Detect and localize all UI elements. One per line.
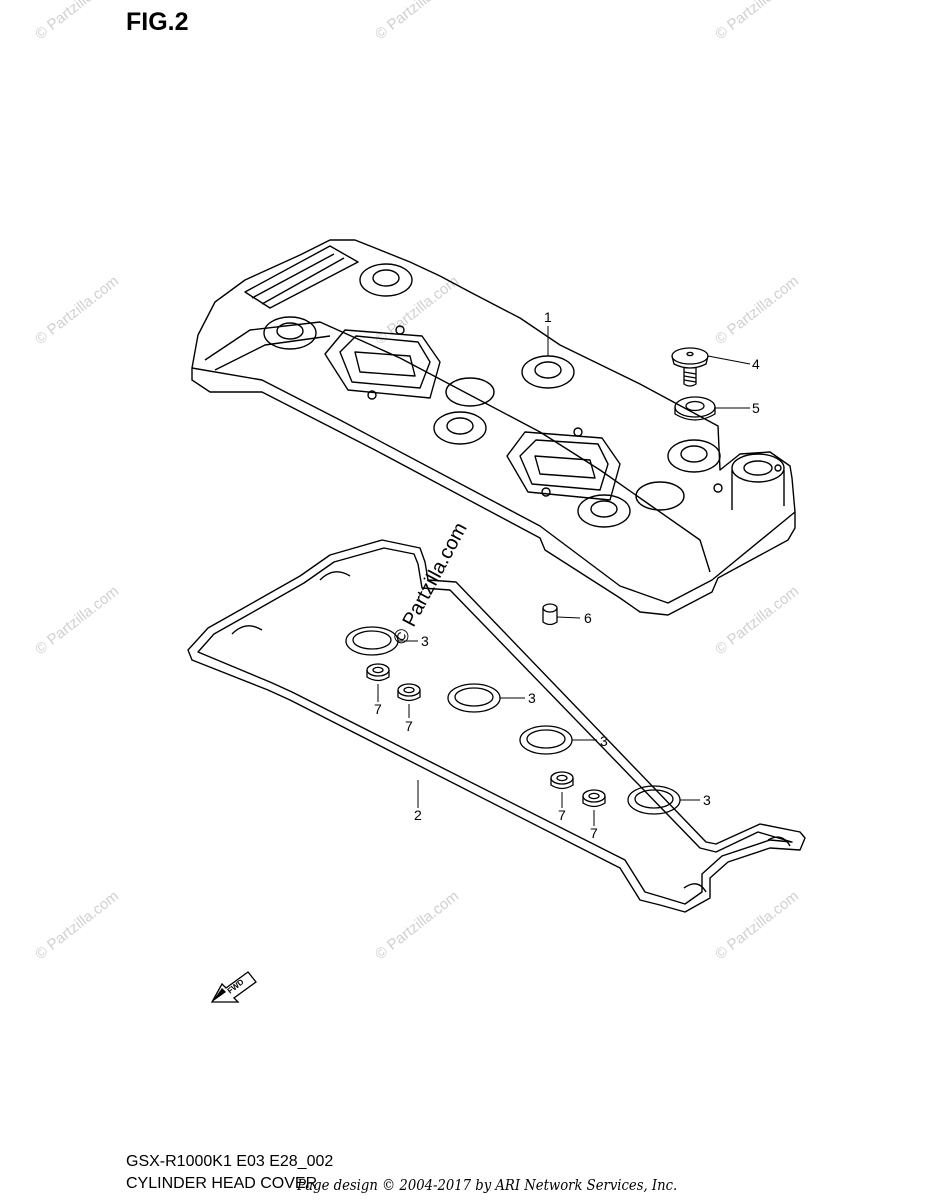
callout-7: 7 xyxy=(558,807,566,823)
callout-1: 1 xyxy=(544,309,552,325)
callout-2: 2 xyxy=(414,807,422,823)
callout-7: 7 xyxy=(405,718,413,734)
callout-3: 3 xyxy=(421,633,429,649)
watermark: © Partzilla.com xyxy=(372,0,462,43)
watermark: © Partzilla.com xyxy=(32,273,122,349)
watermark: © Partzilla.com xyxy=(712,583,802,659)
callout-7: 7 xyxy=(374,701,382,717)
model-code: GSX-R1000K1 E03 E28_002 xyxy=(126,1153,334,1170)
callout-7: 7 xyxy=(590,825,598,841)
washer-5 xyxy=(674,396,716,421)
fwd-arrow-icon: FWD xyxy=(210,971,257,1003)
watermark-overlay: © Partzilla.com xyxy=(389,519,472,648)
callout-3: 3 xyxy=(600,733,608,749)
bolt-4 xyxy=(671,347,709,387)
watermark: © Partzilla.com xyxy=(32,888,122,964)
callout-3: 3 xyxy=(703,792,711,808)
figure-title: FIG.2 xyxy=(126,8,189,36)
dowel-6 xyxy=(542,603,558,626)
watermark: © Partzilla.com xyxy=(712,273,802,349)
leader-lines xyxy=(377,326,751,826)
cylinder-head-cover xyxy=(191,239,796,616)
copyright-notice: Page design © 2004-2017 by ARI Network S… xyxy=(297,1176,678,1194)
watermark: © Partzilla.com xyxy=(32,0,122,43)
seals-7 xyxy=(366,663,606,808)
callout-4: 4 xyxy=(752,356,760,372)
part-title: CYLINDER HEAD COVER xyxy=(126,1175,318,1192)
callout-6: 6 xyxy=(584,610,592,626)
watermark: © Partzilla.com xyxy=(32,583,122,659)
callout-5: 5 xyxy=(752,400,760,416)
cover-gasket xyxy=(187,539,806,913)
callout-3: 3 xyxy=(528,690,536,706)
watermark: © Partzilla.com xyxy=(372,888,462,964)
watermark: © Partzilla.com xyxy=(372,273,462,349)
watermark: © Partzilla.com xyxy=(712,0,802,43)
watermark: © Partzilla.com xyxy=(712,888,802,964)
